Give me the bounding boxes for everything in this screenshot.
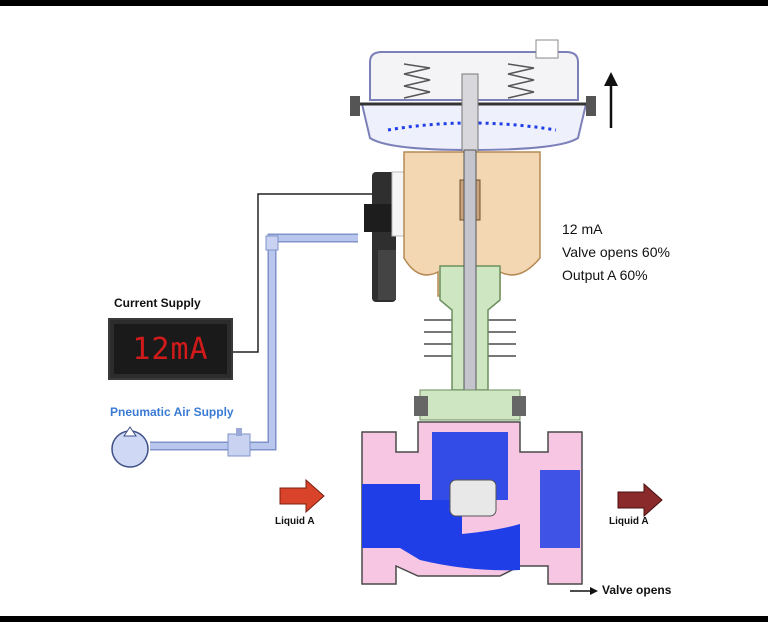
status-output: Output A 60% <box>562 267 648 283</box>
flow-arrow-icon <box>279 478 325 514</box>
valve-body <box>361 421 583 585</box>
air-supply-line <box>150 233 358 457</box>
actuator <box>350 39 596 155</box>
yoke <box>403 149 541 421</box>
current-display: 12mA <box>108 318 233 380</box>
liquid-out-label: Liquid A <box>609 516 649 527</box>
right-arrow-icon <box>617 482 663 518</box>
pneumatic-air-label: Pneumatic Air Supply <box>110 405 234 419</box>
current-supply-label: Current Supply <box>114 296 201 310</box>
air-tank <box>111 426 149 468</box>
status-valve-opening: Valve opens 60% <box>562 244 670 260</box>
display-reading: 12mA <box>132 331 209 367</box>
status-current: 12 mA <box>562 221 603 237</box>
valve-opens-arrow-icon <box>570 587 598 595</box>
liquid-in-label: Liquid A <box>275 516 315 527</box>
valve-opens-label: Valve opens <box>602 583 672 597</box>
signal-wire <box>233 193 372 353</box>
up-arrow-icon <box>604 72 618 128</box>
